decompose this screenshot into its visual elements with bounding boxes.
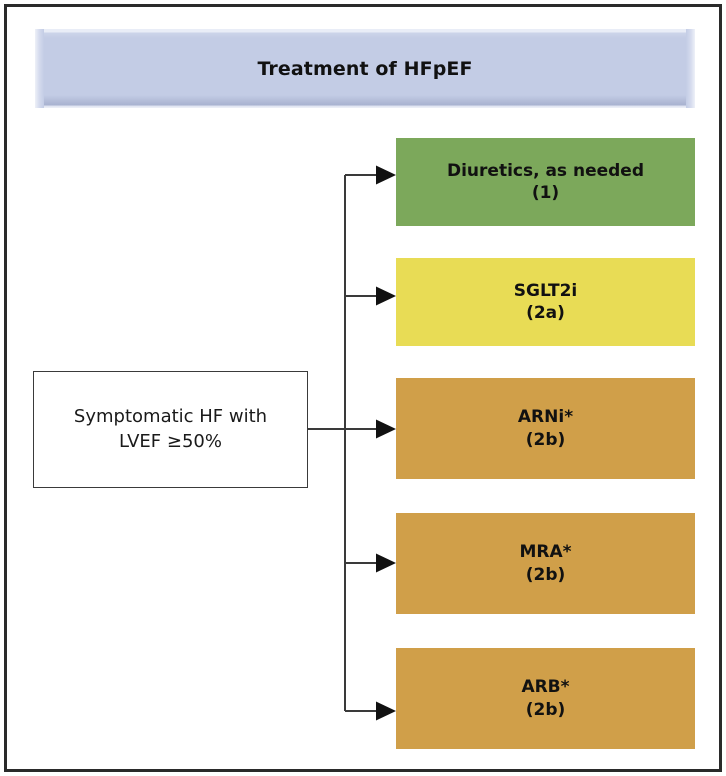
arrowhead-diuretics <box>376 165 396 185</box>
treatment-cor-mra: (2b) <box>525 564 566 585</box>
treatment-node-arb: ARB* (2b) <box>396 648 695 749</box>
arrowhead-arni <box>376 419 396 439</box>
header-banner: Treatment of HFpEF <box>35 29 695 108</box>
arrowhead-mra <box>376 553 396 573</box>
treatment-label-diuretics: Diuretics, as needed <box>446 160 645 181</box>
treatment-label-sglt2i: SGLT2i <box>513 280 578 301</box>
treatment-node-diuretics: Diuretics, as needed (1) <box>396 138 695 226</box>
condition-node-symptomatic-hf: Symptomatic HF with LVEF ≥50% <box>33 371 308 488</box>
arrowhead-sglt2i <box>376 286 396 306</box>
treatment-label-arni: ARNi* <box>517 407 574 428</box>
treatment-label-arb: ARB* <box>521 677 570 698</box>
treatment-label-mra: MRA* <box>519 542 572 563</box>
treatment-node-sglt2i: SGLT2i (2a) <box>396 258 695 346</box>
treatment-node-arni: ARNi* (2b) <box>396 378 695 479</box>
condition-line-1: Symptomatic HF with <box>73 406 268 428</box>
treatment-cor-diuretics: (1) <box>531 183 560 203</box>
arrowhead-arb <box>376 701 396 721</box>
treatment-cor-sglt2i: (2a) <box>526 303 565 323</box>
header-title: Treatment of HFpEF <box>257 57 473 80</box>
treatment-cor-arni: (2b) <box>525 429 566 450</box>
condition-line-2: LVEF ≥50% <box>119 430 222 452</box>
treatment-node-mra: MRA* (2b) <box>396 513 695 614</box>
treatment-cor-arb: (2b) <box>525 699 566 720</box>
